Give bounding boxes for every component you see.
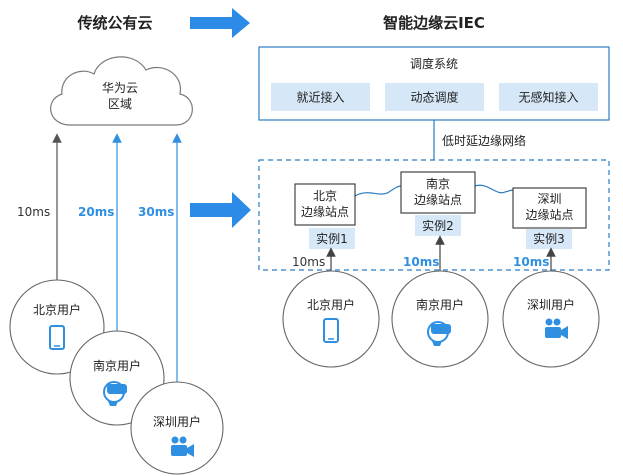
right-user-shenzhen-label: 深圳用户 [527, 297, 575, 312]
right-title: 智能边缘云IEC [383, 14, 485, 32]
latency-beijing: 10ms [17, 205, 50, 219]
cloud-label-line2: 区域 [108, 97, 132, 111]
right-user-shenzhen: 深圳用户 [502, 270, 600, 368]
instance-2-label: 实例2 [422, 218, 454, 233]
huawei-cloud-region: 华为云 区域 [50, 56, 193, 126]
right-user-beijing: 北京用户 [282, 270, 380, 368]
site-beijing-line1: 北京 [313, 189, 337, 203]
cloud-icon [50, 56, 193, 126]
right-user-beijing-label: 北京用户 [307, 297, 355, 312]
left-title: 传统公有云 [76, 14, 152, 32]
phone-icon [323, 318, 339, 343]
network-label: 低时延边缘网络 [442, 133, 526, 148]
scheduler-chip-1 [271, 83, 370, 111]
network-link-nanjing-shenzhen [474, 184, 514, 194]
edge-site-shenzhen: 深圳 边缘站点 实例3 [512, 187, 587, 249]
instance-1-label: 实例1 [316, 231, 348, 246]
scheduler-item-nearby: 就近接入 [296, 90, 344, 105]
scheduler-chip-3 [499, 83, 598, 111]
network-link-beijing-nanjing [354, 185, 402, 197]
instance-chip-1 [309, 228, 355, 249]
video-camera-icon [171, 436, 194, 457]
scheduler-title: 调度系统 [410, 56, 458, 71]
instance-chip-3 [526, 229, 572, 249]
left-user-shenzhen: 深圳用户 [130, 381, 224, 475]
edge-site-nanjing: 南京 边缘站点 实例2 [400, 171, 476, 236]
edge-site-beijing: 北京 边缘站点 实例1 [294, 183, 356, 249]
vr-headset-icon [103, 381, 127, 406]
left-user-beijing-label: 北京用户 [33, 302, 81, 317]
site-beijing-line2: 边缘站点 [301, 205, 349, 219]
video-camera-icon [545, 318, 568, 339]
scheduler-chip-2 [385, 83, 484, 111]
top-transition-arrow [190, 8, 250, 38]
right-latency-nanjing: 10ms [403, 255, 439, 269]
middle-transition-arrow [190, 192, 251, 228]
site-nanjing-line1: 南京 [426, 176, 450, 191]
phone-icon [49, 325, 65, 350]
latency-nanjing: 20ms [78, 205, 114, 219]
right-latency-shenzhen: 10ms [513, 255, 549, 269]
scheduler-item-seamless: 无感知接入 [518, 90, 578, 105]
right-user-nanjing-label: 南京用户 [416, 297, 464, 312]
latency-shenzhen: 30ms [138, 205, 174, 219]
instance-3-label: 实例3 [533, 231, 565, 246]
vr-headset-icon [427, 321, 451, 346]
instance-chip-2 [415, 215, 461, 236]
cloud-label-line1: 华为云 [102, 81, 138, 95]
left-user-nanjing-label: 南京用户 [93, 358, 141, 373]
site-nanjing-line2: 边缘站点 [414, 193, 462, 207]
right-user-nanjing: 南京用户 [391, 270, 489, 368]
edge-network-box [258, 159, 610, 271]
scheduler-item-dynamic: 动态调度 [410, 90, 458, 105]
site-shenzhen-line1: 深圳 [537, 192, 561, 206]
site-shenzhen-line2: 边缘站点 [525, 208, 573, 222]
scheduler-system: 调度系统 就近接入 动态调度 无感知接入 [258, 46, 610, 121]
right-latency-beijing: 10ms [292, 255, 325, 269]
left-user-shenzhen-label: 深圳用户 [153, 414, 201, 429]
